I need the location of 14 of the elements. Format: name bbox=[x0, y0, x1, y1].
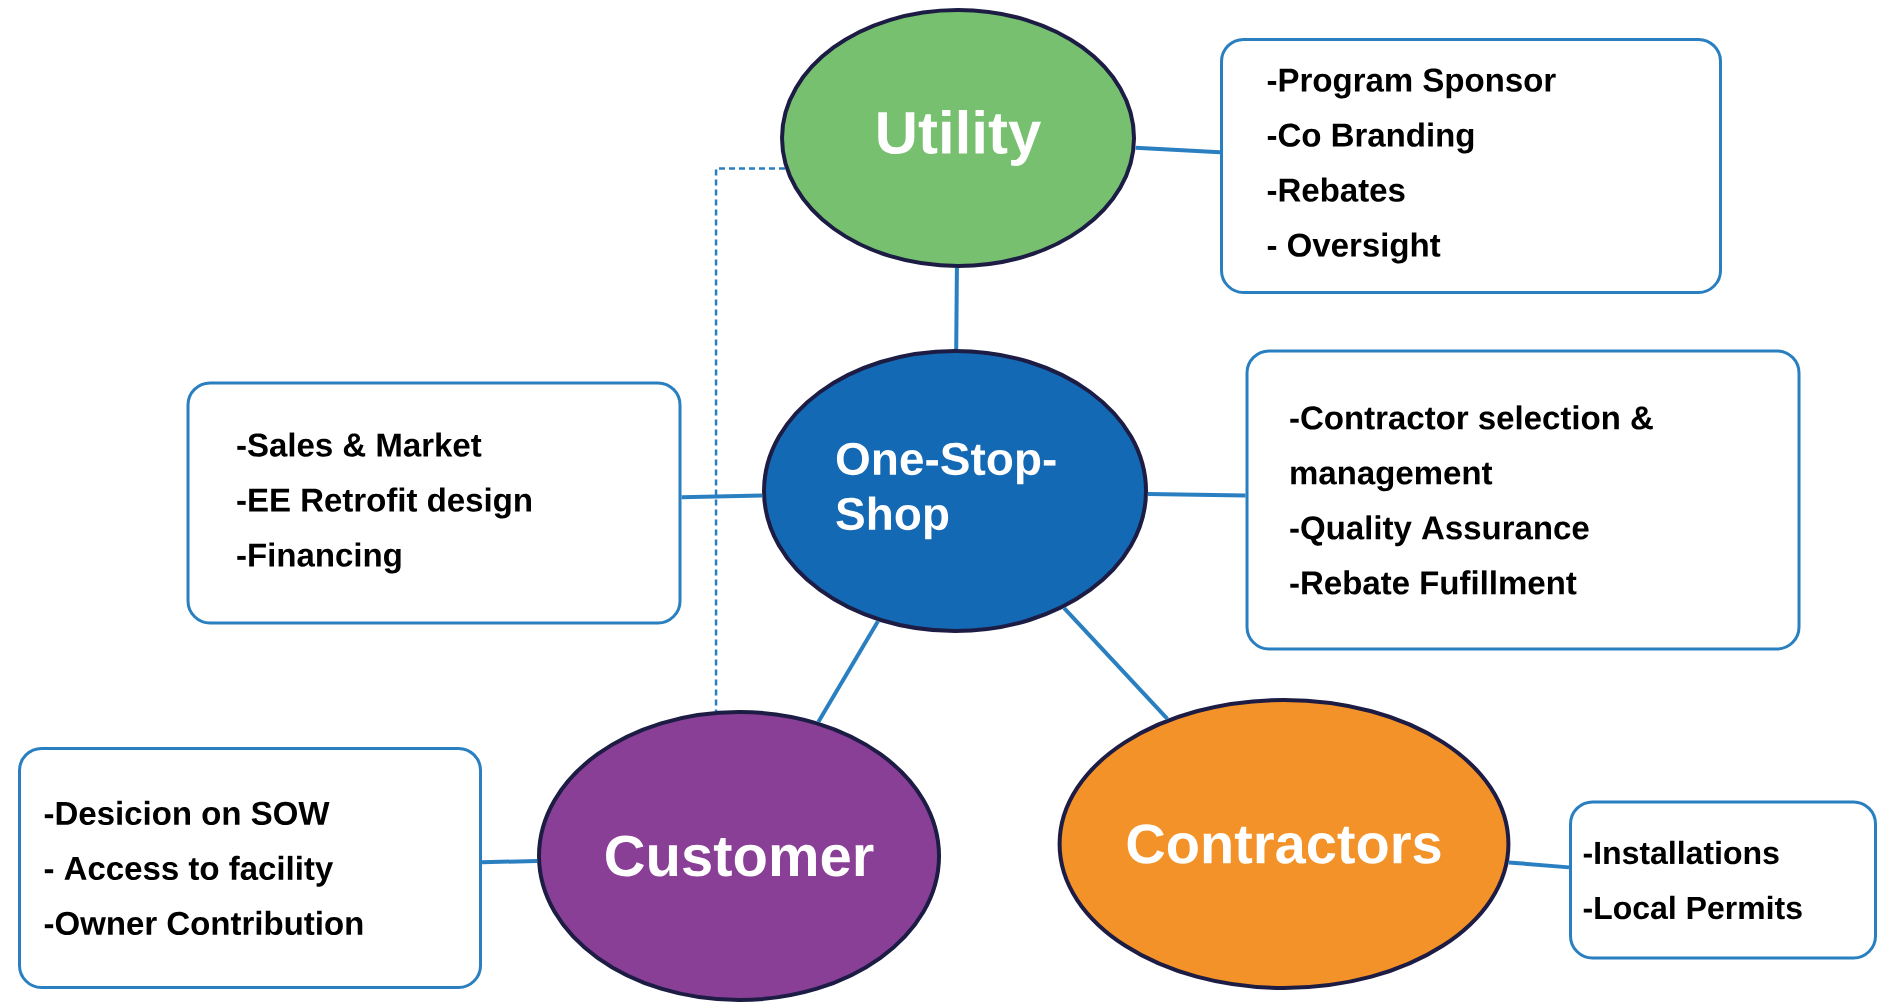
connector-line bbox=[1508, 860, 1570, 870]
connector-line bbox=[714, 167, 785, 711]
connector-line bbox=[954, 267, 959, 349]
role-box: -Sales & Market -EE Retrofit design -Financing bbox=[186, 381, 682, 625]
role-box: -Desicion on SOW - Access to facility -Owner Contribution bbox=[18, 747, 482, 989]
connector-line bbox=[816, 620, 880, 723]
connector-line bbox=[1147, 492, 1246, 498]
connector-line bbox=[1062, 606, 1169, 721]
role-box: -Installations -Local Permits bbox=[1569, 800, 1877, 960]
role-box: -Contractor selection & management -Quality Assurance -Rebate Fufillment bbox=[1245, 349, 1801, 651]
connector-line bbox=[681, 493, 763, 500]
connector-line bbox=[1135, 145, 1221, 155]
connector-line bbox=[481, 858, 538, 865]
role-box: -Program Sponsor -Co Branding -Rebates - Oversight bbox=[1220, 38, 1722, 294]
